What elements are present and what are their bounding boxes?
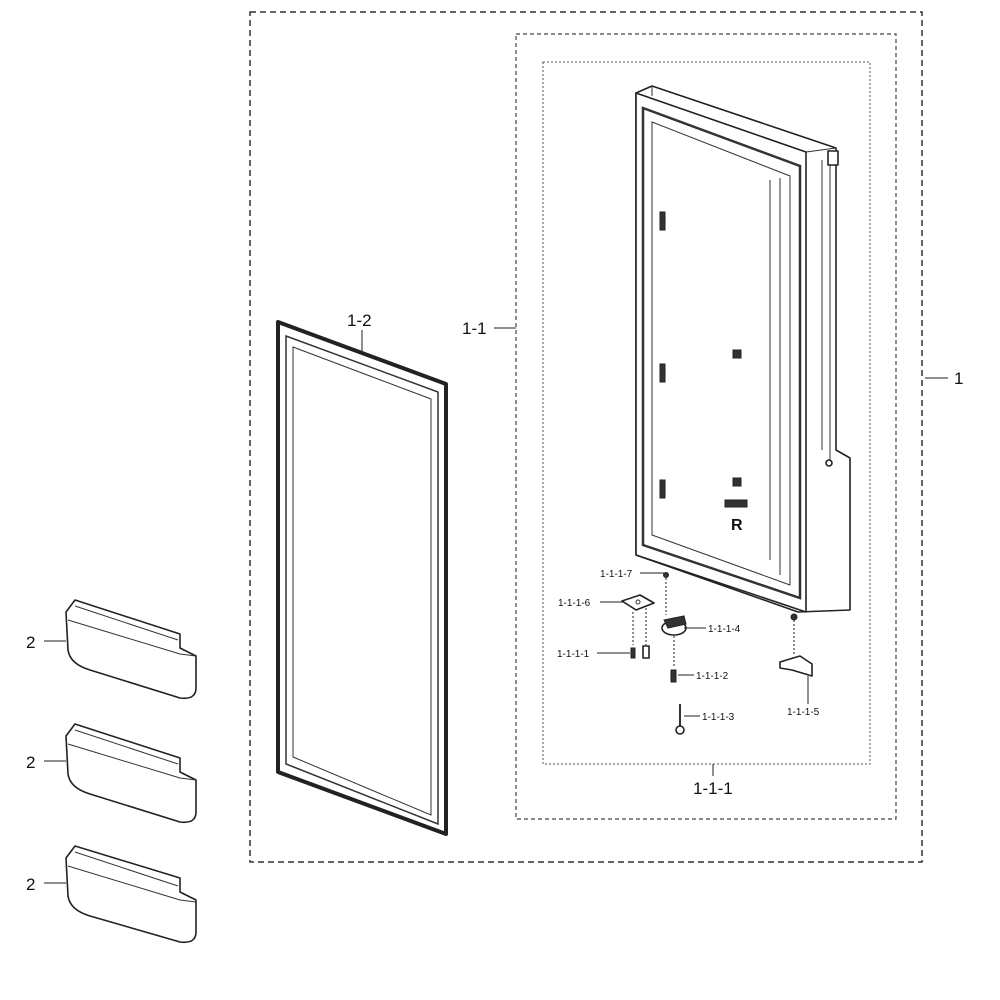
- assembly-1-1-boundary: [515, 33, 897, 820]
- label-pin: 1-1-1-3: [702, 712, 735, 723]
- label-guard-top: 2: [26, 633, 35, 652]
- door-panel: [635, 85, 851, 613]
- door-guard-bottom: [65, 845, 197, 944]
- door-guard-top: [65, 599, 197, 700]
- label-gasket: 1-2: [347, 311, 372, 330]
- label-assembly: 1: [954, 369, 963, 388]
- hinge-hardware: [621, 572, 813, 735]
- label-guard-middle: 2: [26, 753, 35, 772]
- door-guard-middle: [65, 723, 197, 824]
- label-door-foam-assembly: 1-1-1: [693, 779, 733, 798]
- label-screw-7: 1-1-1-7: [600, 569, 633, 580]
- label-screw-1: 1-1-1-1: [557, 649, 590, 660]
- label-bracket: 1-1-1-5: [787, 707, 820, 718]
- label-screw-2: 1-1-1-2: [696, 671, 729, 682]
- door-marking: R: [731, 517, 743, 534]
- label-hinge: 1-1-1-6: [558, 598, 591, 609]
- label-cap: 1-1-1-4: [708, 624, 741, 635]
- label-door-assembly: 1-1: [462, 319, 487, 338]
- door-gasket: [276, 320, 448, 836]
- assembly-1-boundary: [249, 11, 923, 863]
- assembly-1-1-1-boundary: [542, 61, 871, 765]
- label-guard-bottom: 2: [26, 875, 35, 894]
